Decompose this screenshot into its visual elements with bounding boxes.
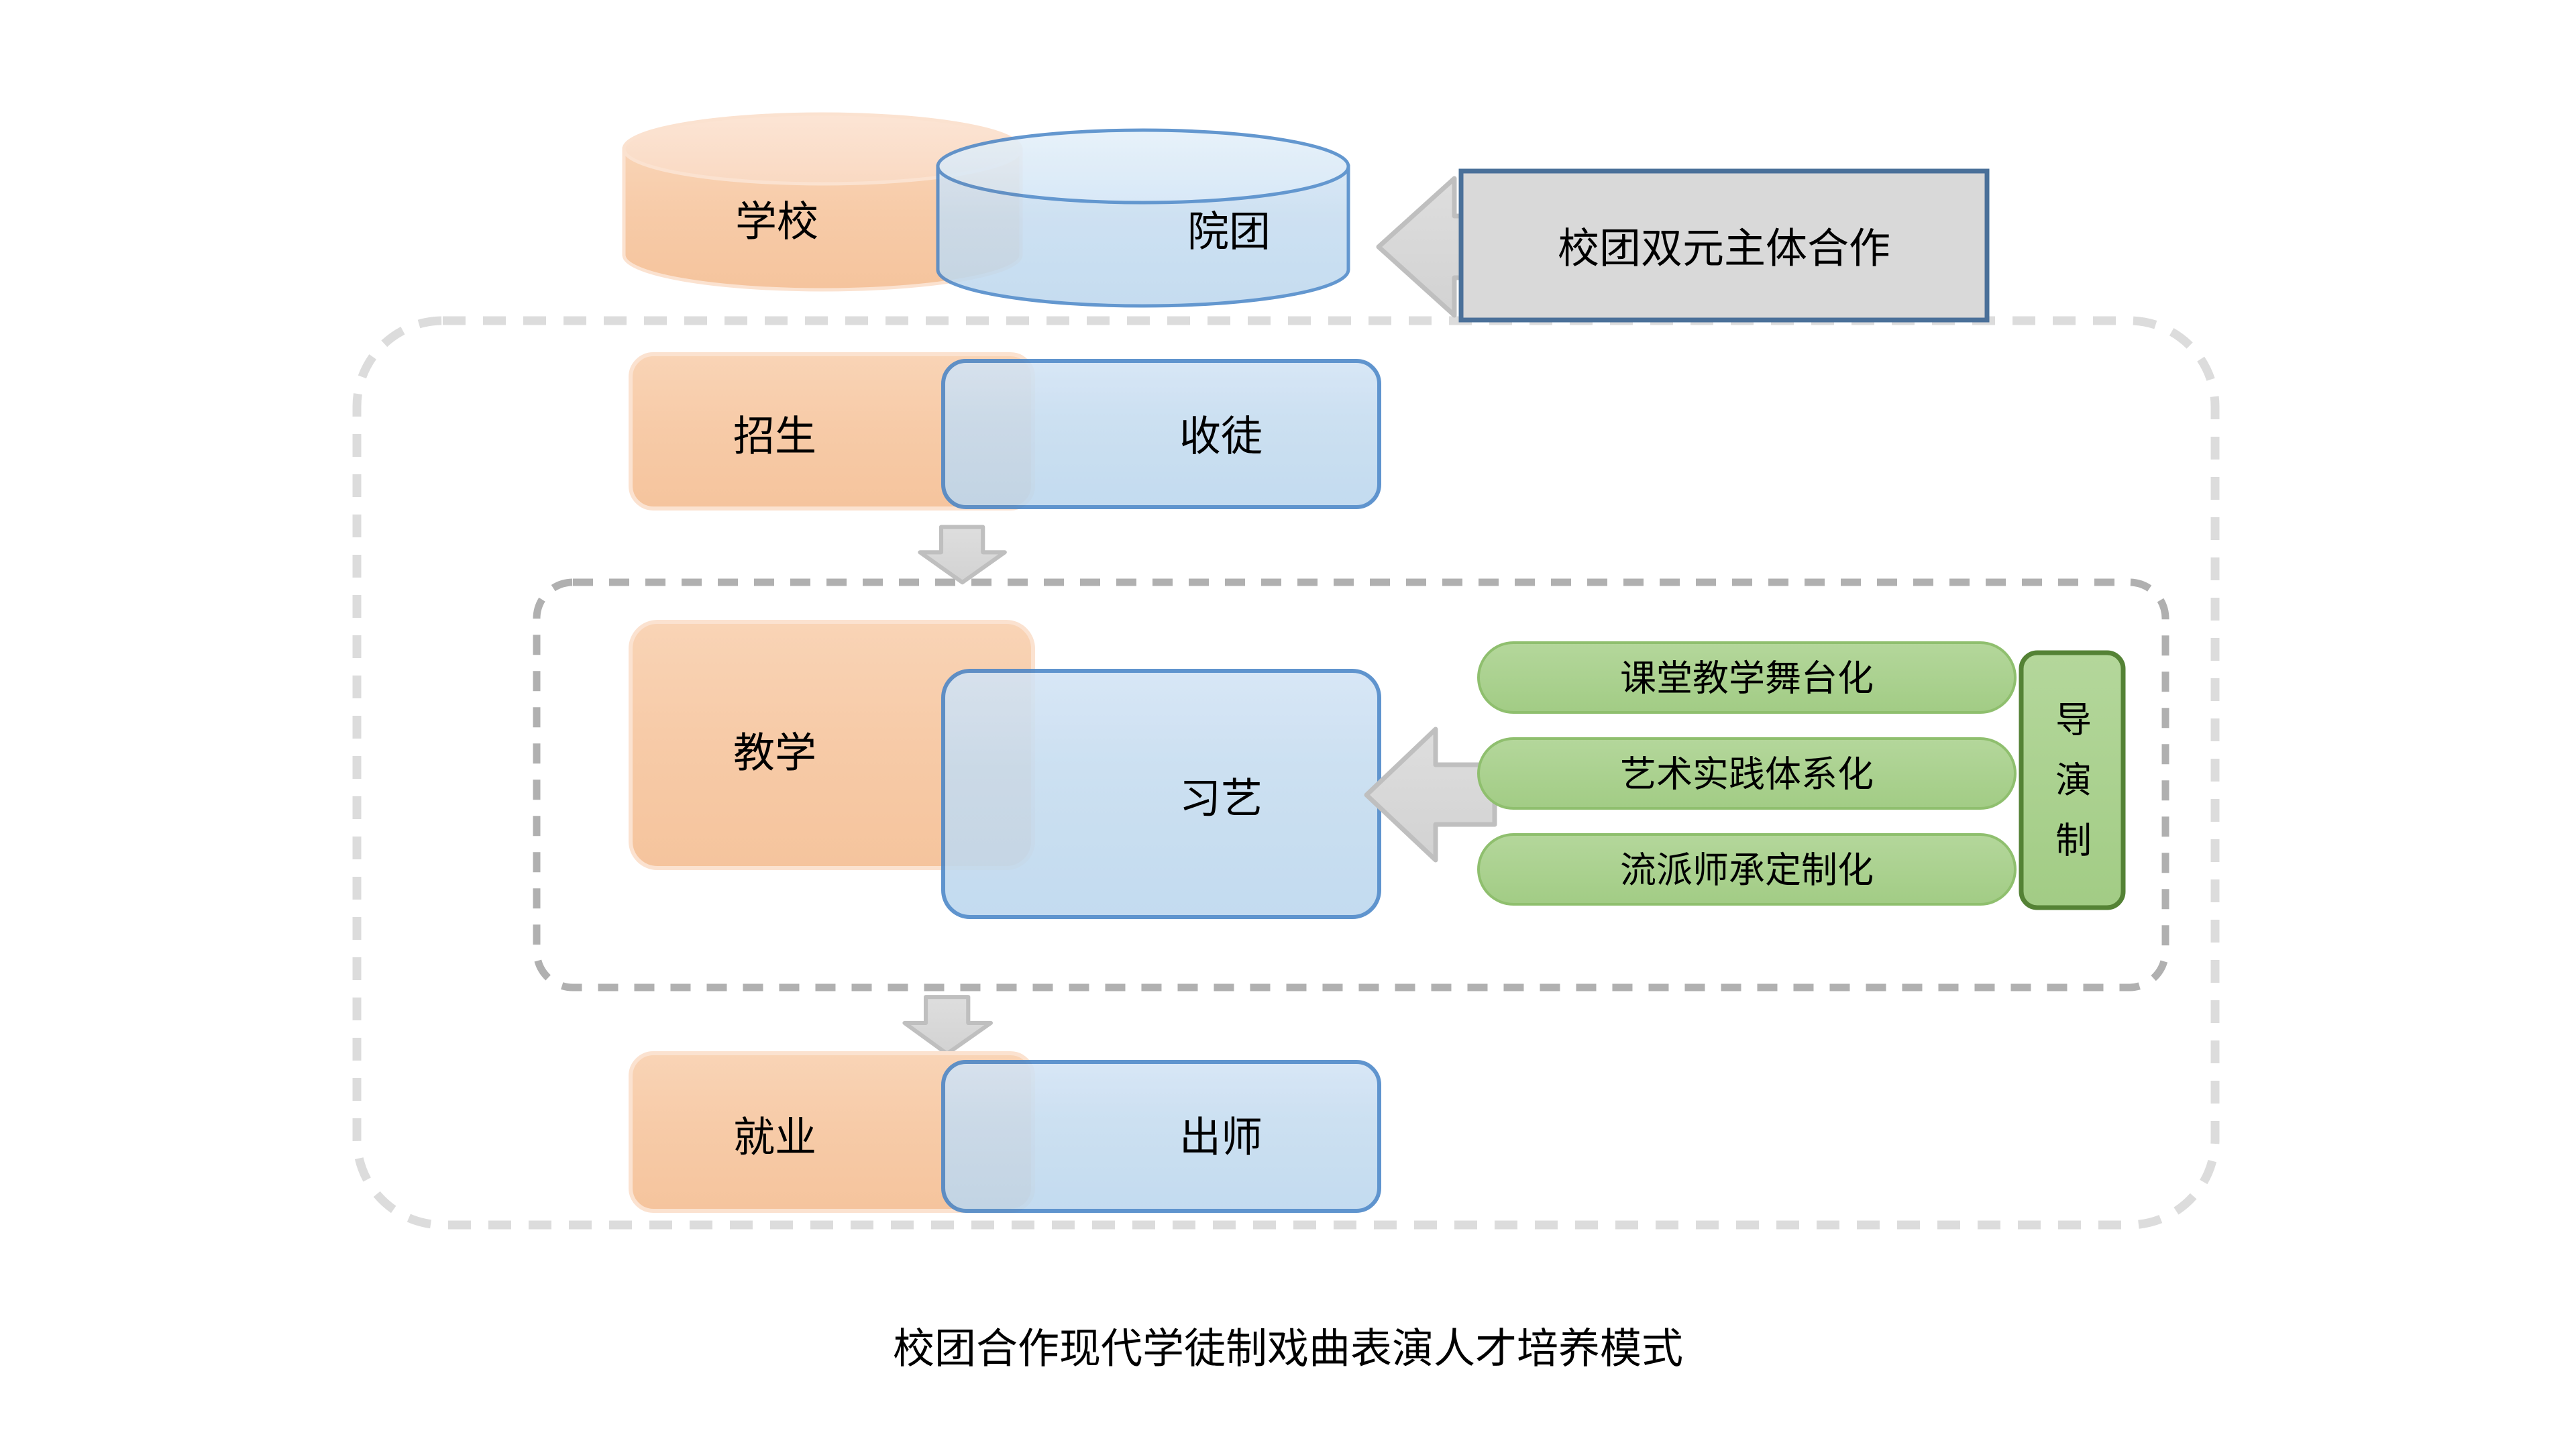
flow-arrow-down-icon-1: [918, 525, 1007, 585]
teaching-feature-label-2: 艺术实践体系化: [1620, 753, 1874, 796]
diagram-caption: 校团合作现代学徒制戏曲表演人才培养模式: [893, 1324, 1683, 1373]
director-system-char-1: 导: [2055, 699, 2092, 741]
apprenticeship-lifecycle-boundary: [352, 316, 2220, 1230]
stage-graduate-school-label: 就业: [733, 1113, 816, 1162]
stage-teaching-school-label: 教学: [733, 729, 816, 777]
troupe-cylinder-body: [936, 164, 1350, 308]
teaching-feature-pill-1: [1477, 641, 2017, 714]
stage-teaching[interactable]: 教学 习艺: [629, 620, 1381, 919]
stage-recruit[interactable]: 招生 收徒: [629, 352, 1381, 511]
director-system-box-bg: [2019, 650, 2126, 910]
partnership-callout-label: 校团双元主体合作: [1558, 224, 1890, 273]
director-system-char-2: 演: [2055, 759, 2092, 802]
director-system-box[interactable]: 导 演 制: [2019, 650, 2126, 910]
flow-arrow-down-icon-2: [902, 995, 994, 1056]
teaching-feature-list: 课堂教学舞台化 艺术实践体系化 流派师承定制化: [1477, 641, 2017, 906]
teaching-feature-item-2[interactable]: 艺术实践体系化: [1477, 737, 2017, 810]
troupe-cylinder-top: [936, 128, 1350, 205]
stage-recruit-troupe-box: [941, 359, 1381, 509]
troupe-cylinder-label: 院团: [1187, 207, 1271, 256]
partnership-callout[interactable]: 校团双元主体合作: [1458, 168, 1990, 323]
stage-graduate-troupe-box: [941, 1060, 1381, 1213]
stage-recruit-troupe-label: 收徒: [1179, 412, 1263, 461]
teaching-feature-label-1: 课堂教学舞台化: [1620, 657, 1874, 700]
teaching-stage-boundary: [533, 578, 2169, 991]
partnership-callout-box: [1458, 168, 1990, 323]
teaching-arrow-left-icon: [1364, 727, 1497, 863]
stage-graduate-troupe-label: 出师: [1179, 1113, 1263, 1162]
teaching-feature-item-1[interactable]: 课堂教学舞台化: [1477, 641, 2017, 714]
school-cylinder-label: 学校: [735, 197, 818, 246]
director-system-char-3: 制: [2055, 820, 2092, 862]
teaching-feature-pill-3: [1477, 833, 2017, 906]
school-cylinder[interactable]: 学校: [622, 112, 1023, 292]
teaching-feature-pill-2: [1477, 737, 2017, 810]
teaching-feature-item-3[interactable]: 流派师承定制化: [1477, 833, 2017, 906]
stage-teaching-troupe-label: 习艺: [1179, 774, 1263, 823]
stage-recruit-school-label: 招生: [733, 412, 816, 461]
troupe-cylinder[interactable]: [936, 128, 1350, 308]
stage-graduate[interactable]: 就业 出师: [629, 1051, 1381, 1213]
teaching-feature-label-3: 流派师承定制化: [1620, 849, 1874, 892]
stage-teaching-troupe-box: [941, 669, 1381, 919]
